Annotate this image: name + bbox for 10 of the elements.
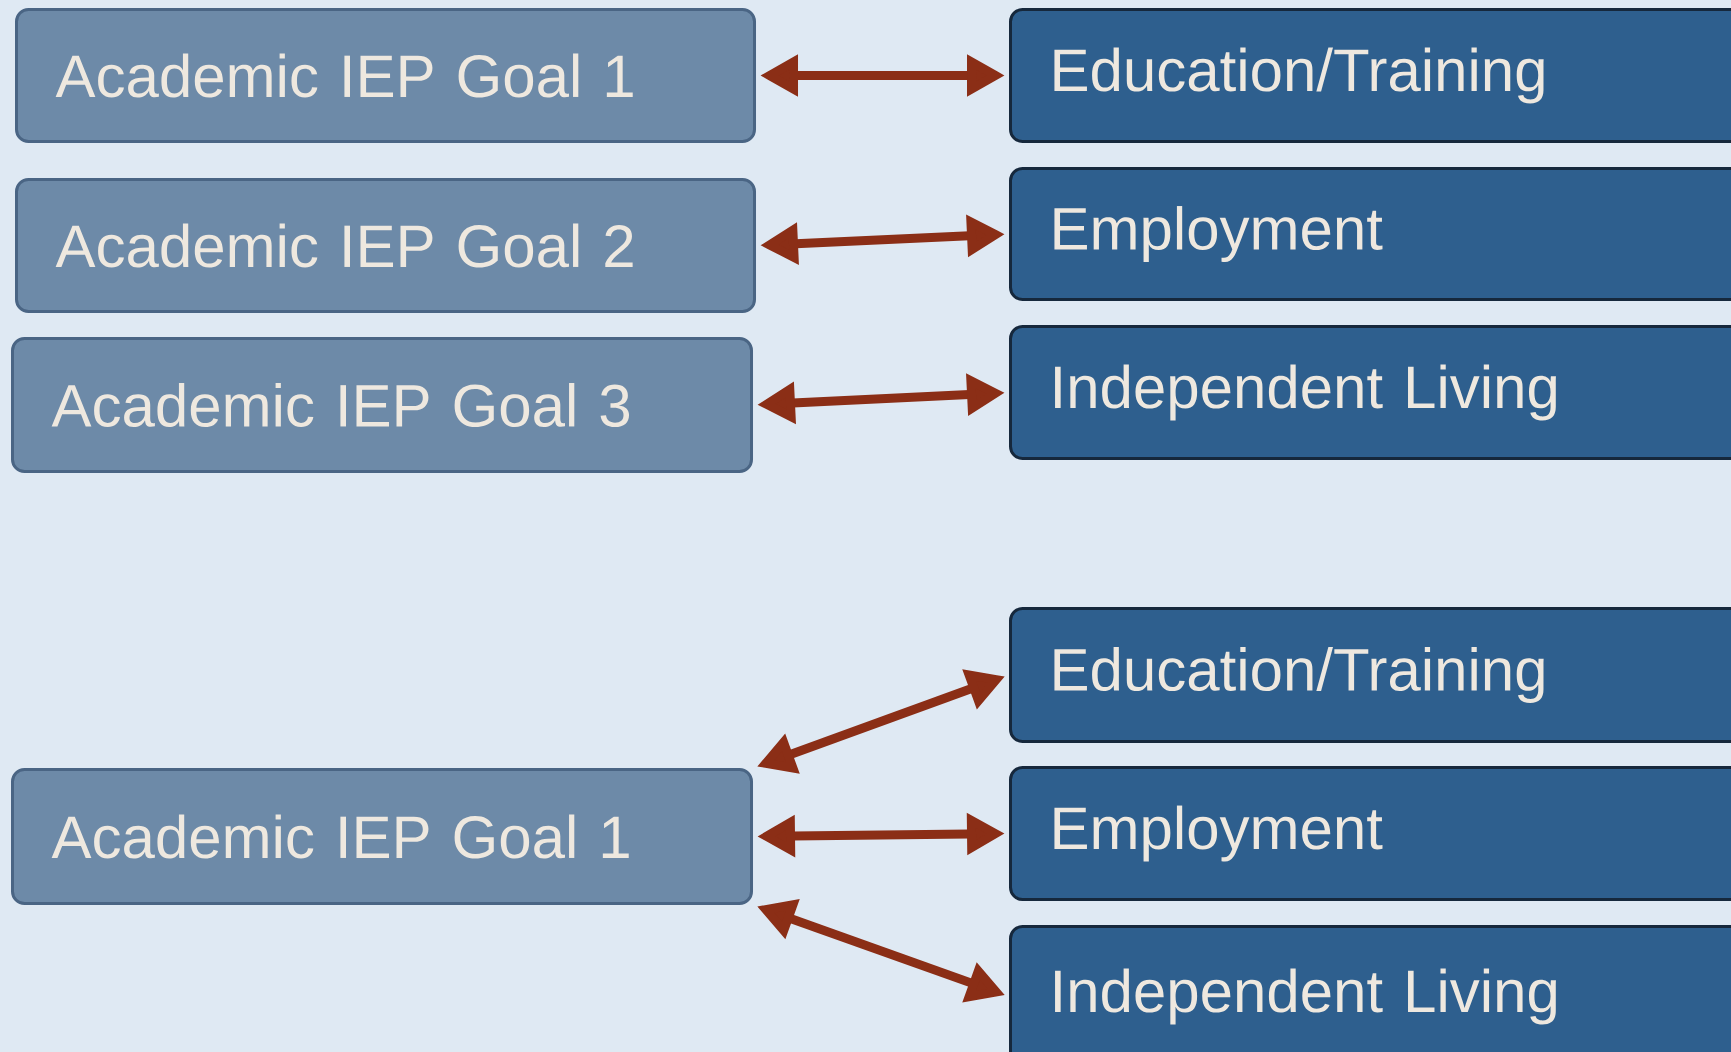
goal-box: Academic IEP Goal 1 <box>15 8 756 143</box>
goal-box: Academic IEP Goal 3 <box>11 337 753 473</box>
outcome-box: Independent Living <box>1009 925 1731 1052</box>
goal-box: Academic IEP Goal 2 <box>15 178 756 313</box>
outcome-box: Employment <box>1009 766 1731 901</box>
outcome-box: Education/Training <box>1009 607 1731 743</box>
goal-box: Academic IEP Goal 1 <box>11 768 753 905</box>
outcome-box: Independent Living <box>1009 325 1731 460</box>
outcome-box: Employment <box>1009 167 1731 301</box>
outcome-box: Education/Training <box>1009 8 1731 143</box>
